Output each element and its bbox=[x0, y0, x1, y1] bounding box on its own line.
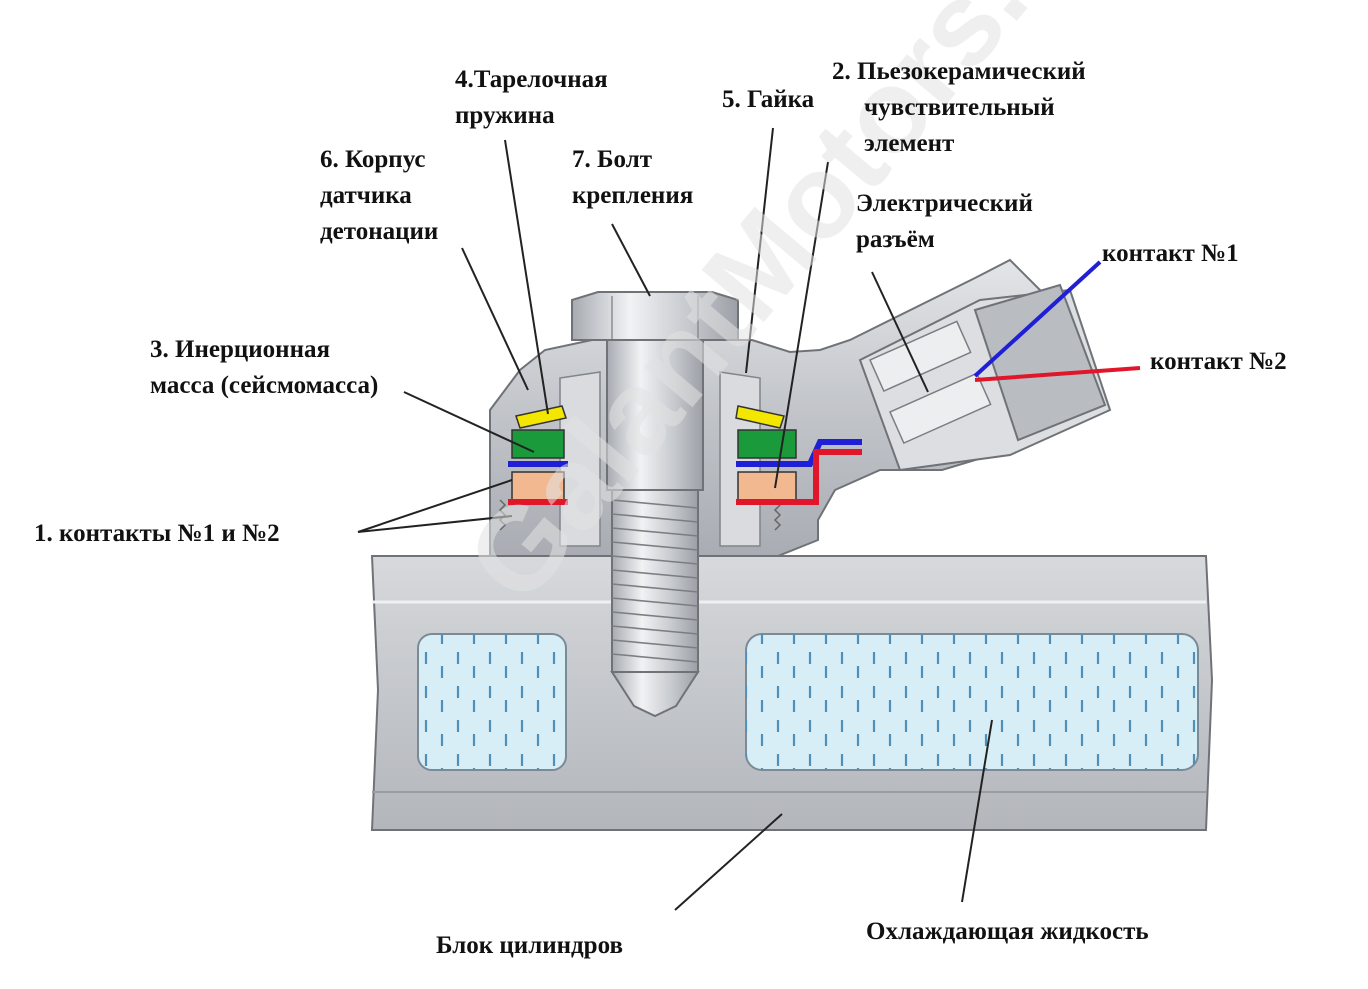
block-callout bbox=[674, 813, 783, 911]
piezo-right bbox=[737, 471, 797, 503]
mass-callout bbox=[403, 391, 535, 453]
seismic-mass-left bbox=[511, 429, 565, 459]
coolant-callout bbox=[961, 719, 993, 903]
connector-callout bbox=[871, 271, 929, 393]
nut-callout bbox=[745, 127, 774, 374]
contact2-wire-right bbox=[736, 449, 862, 505]
label-piezo: 2. Пьезокерамический чувствительный элем… bbox=[832, 58, 1086, 157]
housing-callout bbox=[461, 247, 529, 391]
label-nut: 5. Гайка bbox=[722, 86, 815, 113]
seismic-mass-right bbox=[737, 429, 797, 459]
contacts-callout-upper bbox=[357, 479, 513, 533]
callout-lines bbox=[357, 127, 993, 911]
piezo-callout bbox=[774, 161, 829, 489]
piezo-left bbox=[511, 471, 565, 503]
label-coolant: Охлаждающая жидкость bbox=[866, 918, 1149, 945]
label-contact1: контакт №1 bbox=[1102, 240, 1239, 267]
spring-right bbox=[735, 405, 785, 429]
element-stack-right bbox=[735, 405, 862, 505]
bolt-callout bbox=[611, 223, 651, 297]
label-contacts: 1. контакты №1 и №2 bbox=[34, 520, 280, 547]
mounting-bolt bbox=[571, 291, 739, 718]
contacts-callout-lower bbox=[357, 515, 513, 533]
coolant-channel-right bbox=[745, 633, 1199, 771]
spring-callout bbox=[504, 139, 549, 415]
contact2-leader bbox=[974, 366, 1141, 382]
element-stack-left bbox=[508, 405, 568, 505]
label-block: Блок цилиндров bbox=[436, 932, 623, 959]
label-contact2: контакт №2 bbox=[1150, 348, 1287, 375]
contact1-leader bbox=[973, 260, 1102, 378]
coolant-channel-left bbox=[417, 633, 567, 771]
